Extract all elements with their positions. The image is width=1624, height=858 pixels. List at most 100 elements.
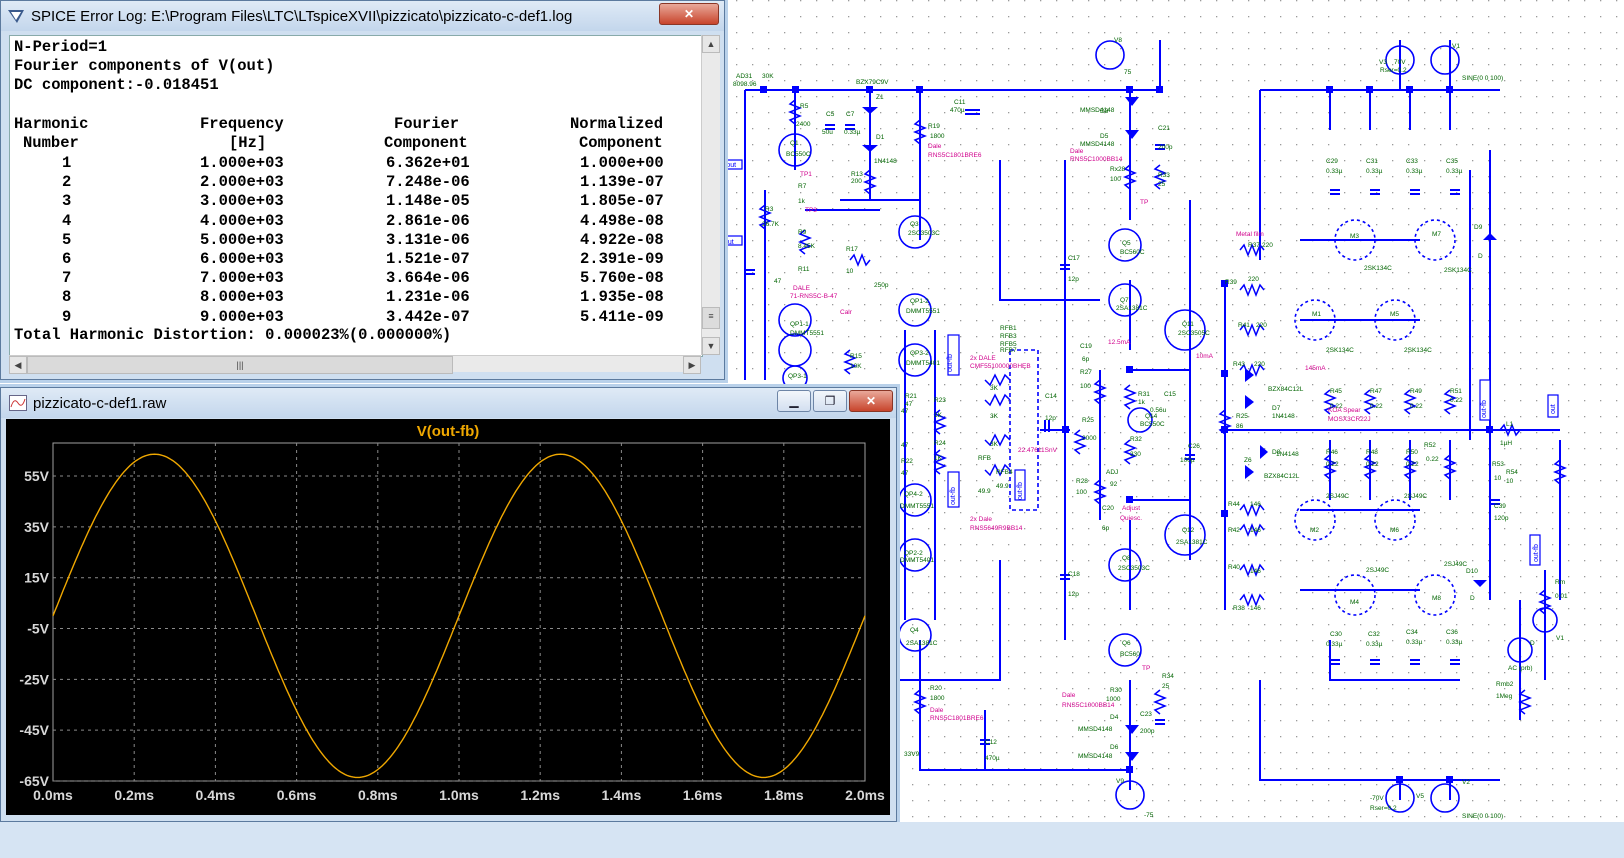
svg-text:C33: C33 [1406,158,1418,165]
log-titlebar[interactable]: SPICE Error Log: E:\Program Files\LTC\LT… [1,1,724,31]
svg-text:D9: D9 [1474,224,1483,231]
svg-text:D5: D5 [1100,133,1109,140]
scroll-up-arrow-icon[interactable]: ▲ [702,35,720,53]
svg-text:2x Dale: 2x Dale [970,516,992,523]
svg-text:D: D [1470,595,1475,602]
fourier-cell: 8 [62,288,72,307]
svg-text:MOSX3CR22J: MOSX3CR22J [1328,416,1371,423]
y-tick-label: -65V [19,773,49,789]
svg-text:C11: C11 [954,99,966,106]
svg-text:RFB5: RFB5 [1000,341,1017,348]
log-text-area[interactable]: N-Period=1 Fourier components of V(out) … [9,35,703,357]
log-vertical-scrollbar[interactable]: ▲ ≡ ▼ [701,35,720,355]
svg-text:100µ: 100µ [1180,457,1195,464]
svg-text:2SC3503C: 2SC3503C [908,230,940,237]
svg-text:D4: D4 [1110,714,1119,721]
svg-text:70V: 70V [1394,59,1406,66]
svg-text:BC550C: BC550C [786,151,811,158]
minimize-button[interactable]: ▁ [777,390,811,412]
svg-text:RFB: RFB [978,455,991,462]
svg-text:100: 100 [1110,176,1121,183]
svg-text:-75: -75 [1144,812,1154,819]
y-tick-label: 15V [24,570,50,586]
svg-text:2000: 2000 [1082,435,1097,442]
svg-text:2SJ49C: 2SJ49C [1444,561,1467,568]
hscroll-thumb[interactable]: ||| [27,356,453,374]
svg-text:C20: C20 [1102,505,1114,512]
svg-text:71-RNS5C-B-47: 71-RNS5C-B-47 [790,293,838,300]
scroll-left-arrow-icon[interactable]: ◀ [9,356,27,374]
svg-text:Q14: Q14 [1145,413,1158,420]
fourier-cell: 1.935e-08 [580,288,664,307]
x-tick-label: 1.2ms [520,787,560,803]
svg-text:M2: M2 [1310,527,1319,534]
scroll-right-arrow-icon[interactable]: ▶ [683,356,701,374]
svg-text:1N4148: 1N4148 [1272,413,1295,420]
trace-point [418,710,420,712]
scroll-down-arrow-icon[interactable]: ▼ [702,337,720,355]
maximize-button[interactable]: ❐ [813,390,847,412]
svg-text:120p: 120p [1494,515,1509,522]
spice-error-log-window[interactable]: SPICE Error Log: E:\Program Files\LTC\LT… [0,0,725,380]
svg-text:0.33µ: 0.33µ [844,129,861,136]
svg-text:86: 86 [1236,423,1244,430]
svg-text:Rm: Rm [1555,579,1565,586]
svg-text:8.45K: 8.45K [798,243,816,250]
svg-text:C23: C23 [1140,711,1152,718]
svg-text:R48: R48 [1366,449,1378,456]
trace-point [296,710,298,712]
svg-text:R44: R44 [1228,501,1240,508]
trace-name[interactable]: V(out-fb) [416,423,480,440]
trace-point [641,565,643,567]
trace-line[interactable] [52,453,866,779]
svg-text:R33: R33 [1158,172,1170,179]
svg-text:R34: R34 [1162,673,1174,680]
svg-text:R37: R37 [1248,242,1260,249]
waveform-window[interactable]: pizzicato-c-def1.raw ▁ ❐ ✕ V(out-fb) 0.0… [0,387,897,822]
trace-point [499,520,501,522]
fourier-cell: 6 [62,250,72,268]
svg-text:R47: R47 [1370,388,1382,395]
svg-text:D1: D1 [876,134,885,141]
svg-text:BC560: BC560 [1120,651,1140,658]
svg-text:-out: -out [724,162,736,169]
log-horizontal-scrollbar[interactable]: ◀ ||| ▶ [9,355,701,374]
svg-text:6p: 6p [1082,356,1090,363]
svg-text:Calr: Calr [840,309,853,316]
svg-text:D: D [1478,253,1483,260]
wave-window-title: pizzicato-c-def1.raw [33,394,167,412]
svg-text:220: 220 [1256,322,1267,329]
svg-text:M5: M5 [1390,311,1399,318]
svg-text:R53: R53 [1492,461,1504,468]
svg-text:out: out [724,239,734,246]
svg-text:RFB7: RFB7 [1000,347,1017,354]
svg-text:DMMT5401: DMMT5401 [900,557,934,564]
header-component-norm: Component [579,134,663,152]
svg-text:Z1: Z1 [876,94,884,101]
svg-text:R43: R43 [1233,361,1245,368]
svg-text:MMSD4148: MMSD4148 [1080,141,1115,148]
trace-point [113,484,115,486]
fourier-cell: 3.000e+03 [200,192,284,211]
svg-text:M8: M8 [1432,595,1441,602]
svg-text:Q3: Q3 [910,221,919,228]
fourier-cell: 6.000e+03 [200,250,284,268]
svg-text:Rmb2: Rmb2 [1496,681,1514,688]
svg-text:BZX79C9V: BZX79C9V [856,79,889,86]
schematic-labels: AD31 8098.96 30K R5 2400 C5 50u C7 0.33µ… [724,37,1568,820]
svg-text:Q11: Q11 [1182,321,1194,328]
log-close-button[interactable]: ✕ [659,3,719,25]
svg-text:R31: R31 [1138,391,1150,398]
svg-text:12p: 12p [1068,276,1079,283]
header-component: Component [384,134,468,152]
svg-text:R25: R25 [1236,413,1248,420]
x-tick-label: 0.0ms [33,787,73,803]
wave-close-button[interactable]: ✕ [849,390,893,412]
scroll-thumb[interactable]: ≡ [702,307,720,329]
svg-text:out-fb: out-fb [950,487,957,505]
wave-titlebar[interactable]: pizzicato-c-def1.raw [1,388,896,418]
trace-point [215,520,217,522]
svg-text:470µ: 470µ [985,755,1000,762]
